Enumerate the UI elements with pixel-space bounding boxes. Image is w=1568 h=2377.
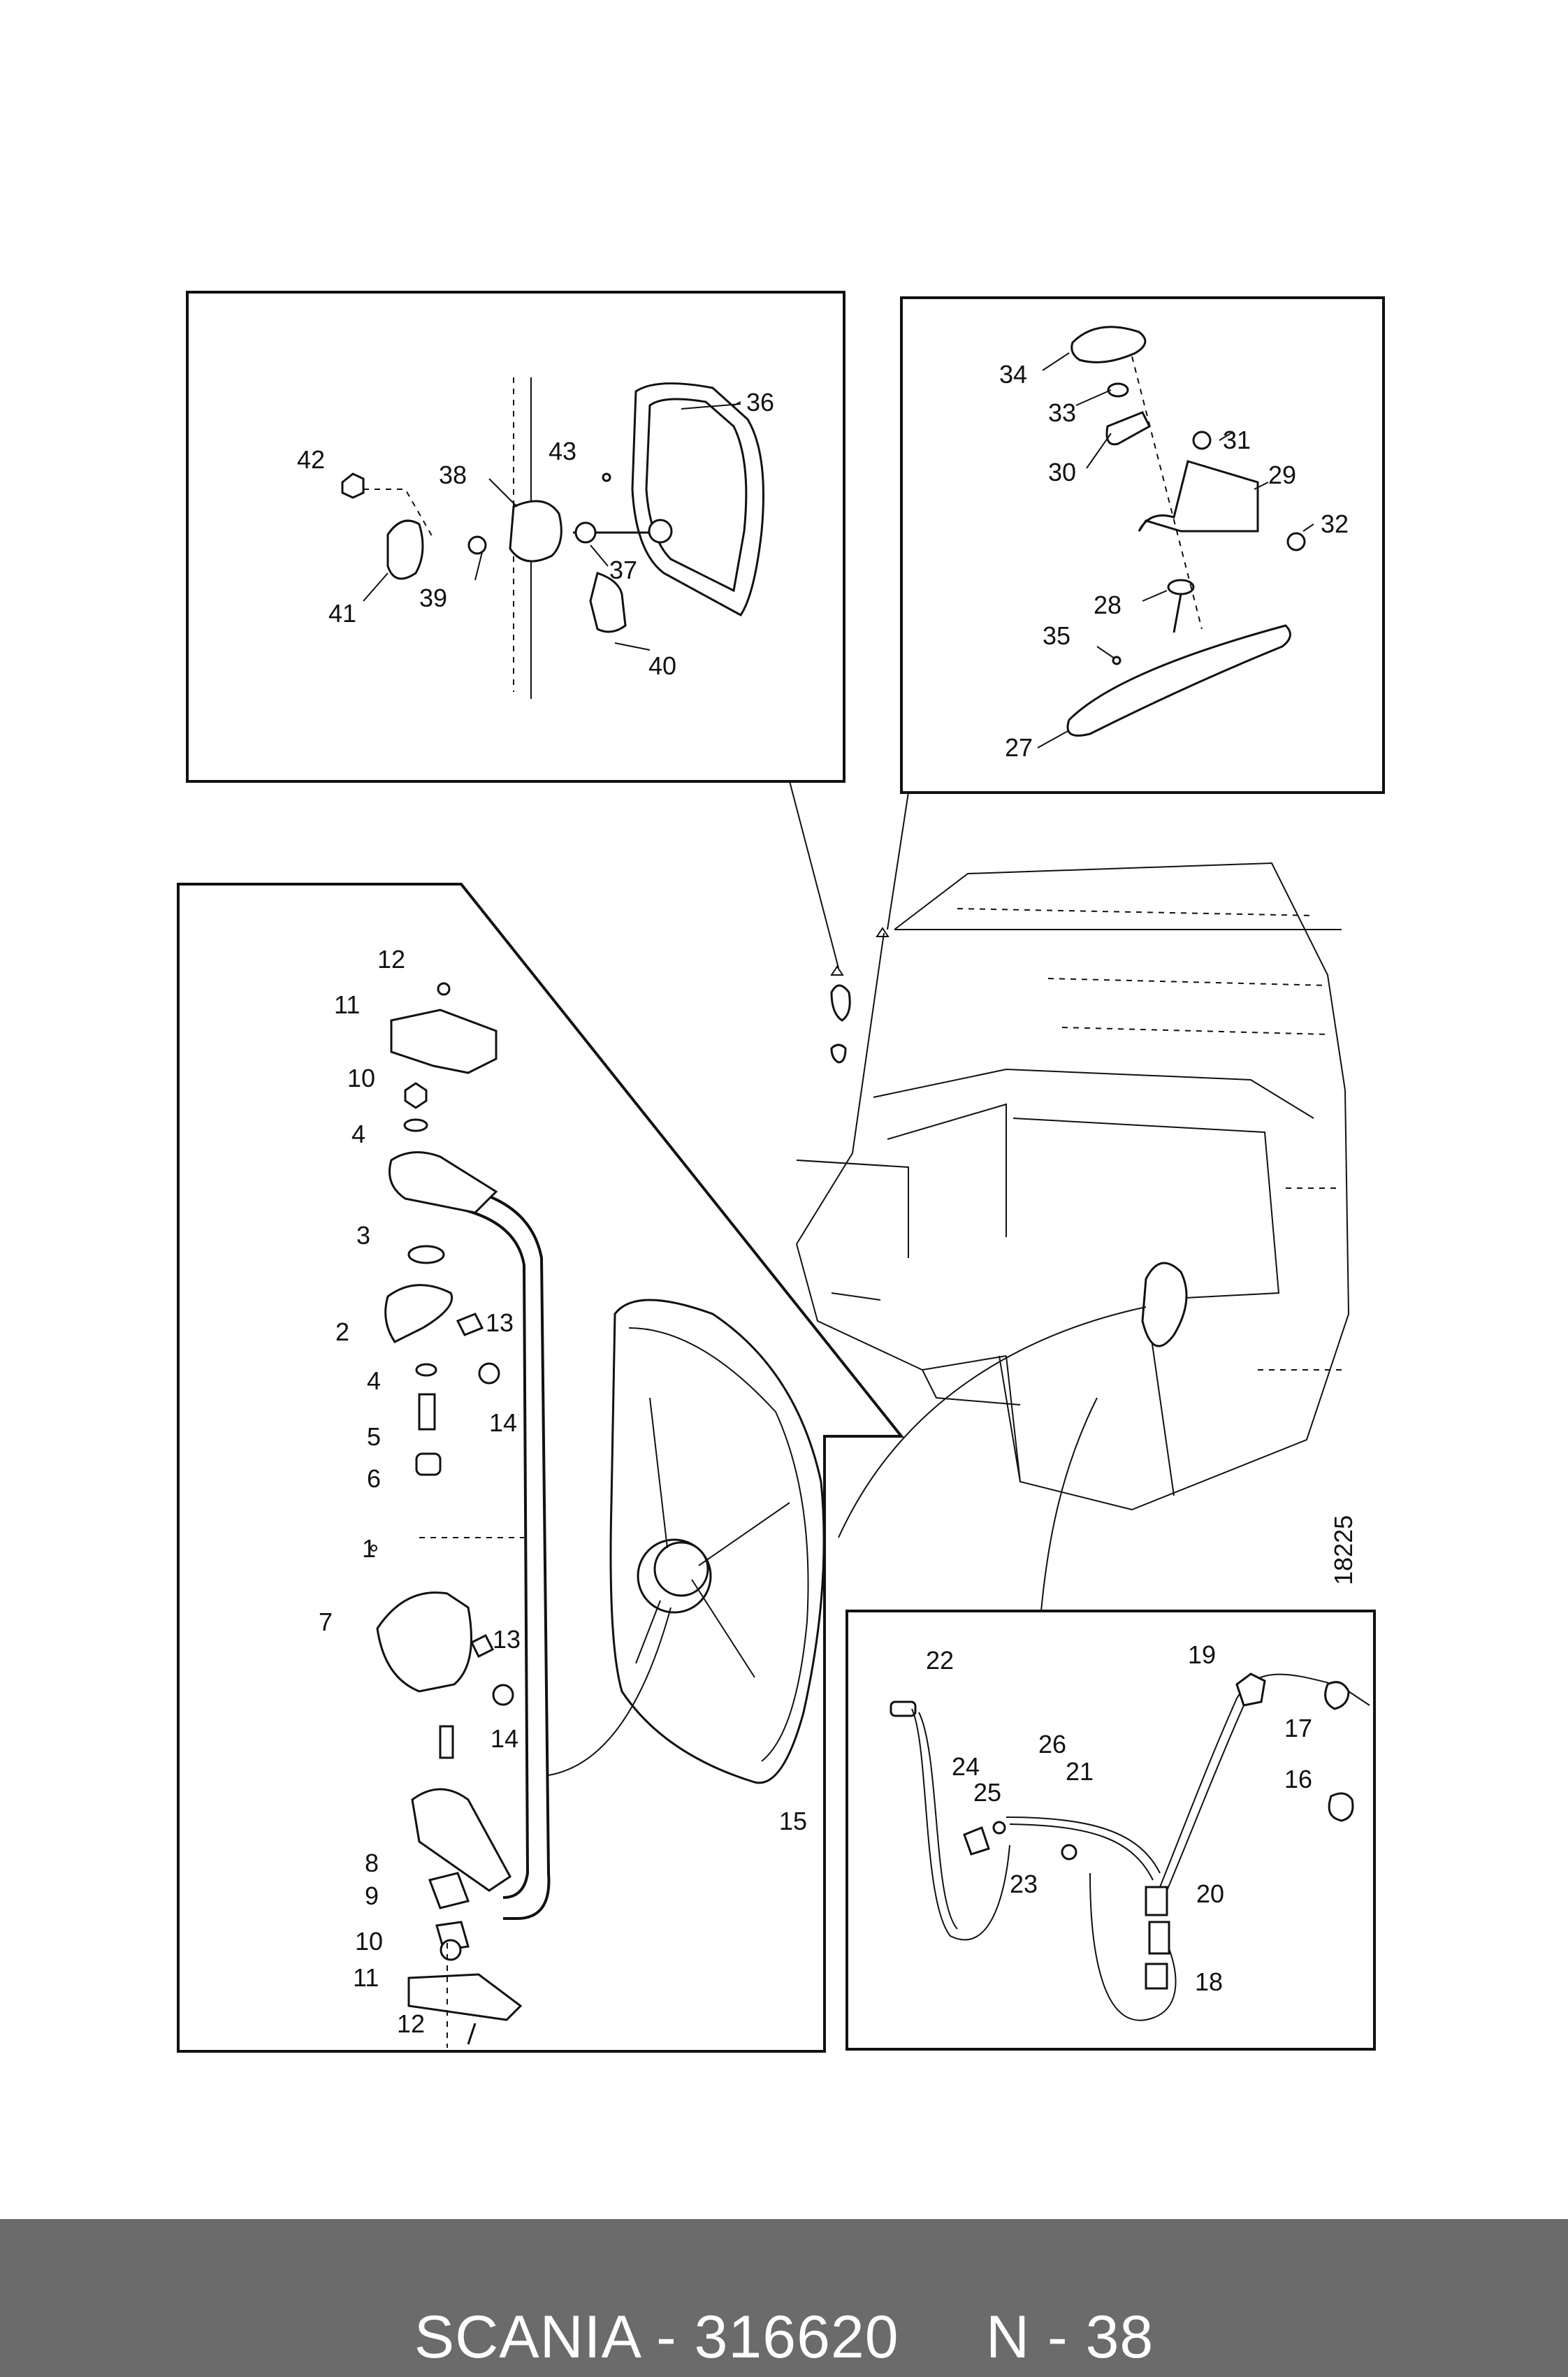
part-label: 8 [365,1849,379,1877]
inner-mirror-parts [1037,326,1314,749]
part-label: 22 [926,1646,954,1675]
exploded-parts-diagram: 18225 [177,291,1385,2053]
panel-wiring [845,1610,1376,2051]
mirror-head-parts [341,377,764,699]
part-label: 28 [1094,591,1121,619]
part-label: 40 [648,651,676,680]
part-label: 3 [356,1221,370,1250]
panel-inner-mirror [900,296,1385,794]
part-label: 10 [347,1064,375,1092]
part-label: 34 [999,360,1027,389]
part-labels: 12 11 10 4 3 2 13 4 14 5 6 1 7 13 14 15 … [297,360,1349,2038]
part-label: 38 [439,461,467,489]
footer-bar [0,2219,1568,2377]
part-label: 1 [362,1534,376,1563]
part-label: 27 [1005,733,1033,762]
part-label: 24 [952,1752,980,1781]
part-label: 12 [397,2009,425,2038]
part-label: 13 [493,1625,521,1654]
part-label: 18 [1195,1967,1223,1996]
part-label: 32 [1321,510,1349,538]
part-label: 25 [973,1778,1001,1807]
part-label: 36 [746,388,774,417]
part-label: 17 [1284,1714,1312,1742]
part-label: 26 [1038,1730,1066,1758]
part-label: 30 [1048,458,1076,486]
part-label: 42 [297,445,325,474]
part-label: 4 [351,1120,365,1148]
part-label: 41 [328,599,356,628]
part-label: 21 [1066,1757,1094,1786]
part-label: 15 [779,1807,807,1835]
part-label: 31 [1223,426,1251,454]
part-label: 39 [419,584,447,612]
part-label: 5 [367,1422,381,1451]
part-label: 13 [486,1308,514,1337]
part-label: 37 [609,556,637,584]
panel-mirror-arm [177,883,905,2053]
part-label: 14 [489,1408,517,1437]
part-label: 6 [367,1464,381,1493]
part-label: 10 [355,1927,383,1956]
part-label: 33 [1048,398,1076,427]
part-label: 11 [334,990,360,1019]
part-label: 35 [1043,621,1070,650]
part-number-caption: SCANIA - 316620 N - 38 [414,2304,1154,2371]
wiring-parts [890,1672,1370,2021]
part-label: 2 [335,1317,349,1346]
part-label: 29 [1268,461,1296,489]
part-label: 43 [549,437,576,465]
part-label: 11 [353,1963,379,1992]
part-label: 19 [1188,1640,1216,1669]
part-label: 20 [1196,1879,1224,1908]
part-label: 12 [377,945,405,974]
mirror-arm-parts [370,982,825,2048]
truck-cab-outline [796,862,1350,1612]
part-label: 7 [319,1607,333,1636]
panel-frames [177,291,1385,2053]
part-label: 4 [367,1366,381,1395]
part-label: 16 [1284,1765,1312,1793]
part-label: 23 [1010,1870,1038,1898]
drawing-number: 18225 [1329,1515,1358,1585]
part-label: 14 [491,1724,518,1753]
panel-mirror-head [186,291,845,783]
part-label: 9 [365,1881,379,1910]
